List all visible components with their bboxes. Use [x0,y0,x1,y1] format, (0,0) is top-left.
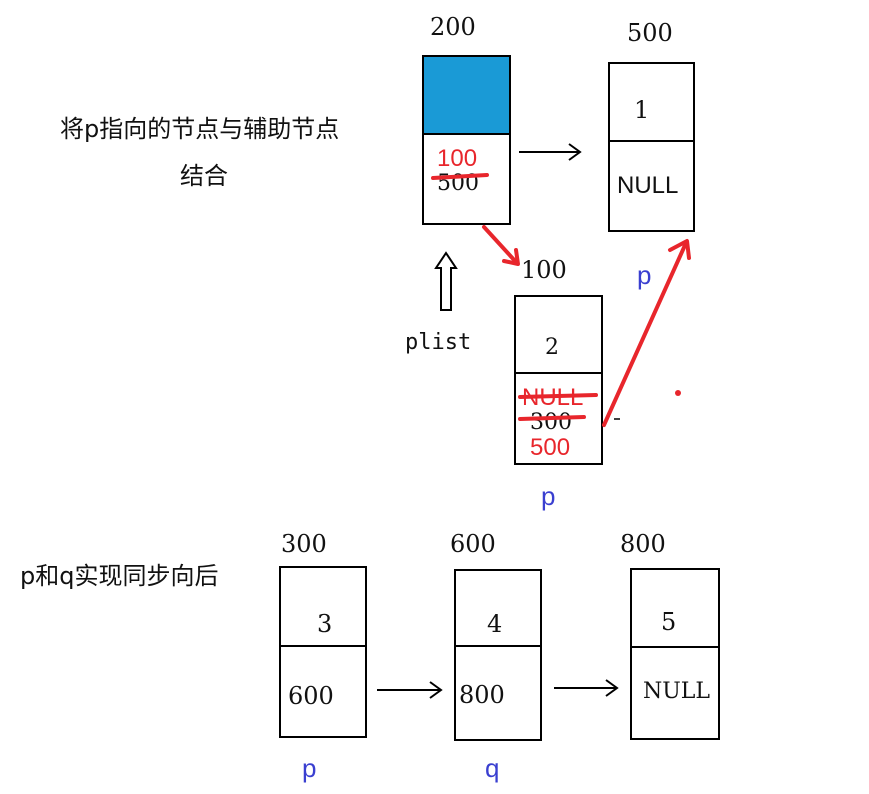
bottom-node-600: 600 4 800 q [450,530,542,783]
bottom-node-800-box [630,568,720,740]
node-500-address: 500 [627,19,673,47]
plist-label: plist [405,330,471,355]
node-100-next-new: 500 [530,434,570,461]
node-100-address: 100 [521,256,567,284]
red-dot [675,390,681,396]
arrow-600-to-800 [554,679,619,697]
red-arrow-100-to-500 [602,239,691,427]
arrow-300-to-600 [377,681,443,699]
hollow-up-arrow-icon [434,251,458,311]
aux-node-address: 200 [430,13,476,41]
bottom-node-600-next: 800 [459,681,505,709]
red-arrow-aux-to-100 [482,225,520,266]
bottom-node-300-next: 600 [288,682,334,710]
arrow-aux-to-500 [519,143,582,161]
bottom-node-600-data: 4 [487,610,502,638]
pointer-p-top-middle: p [541,481,555,511]
aux-node-next-new: 100 [437,145,477,172]
plist-pointer: plist [405,251,471,355]
node-500: 500 1 NULL p [608,19,695,290]
bottom-node-300-address: 300 [281,530,327,558]
aux-node-strike [431,173,489,180]
node-100-strike-1 [518,393,598,399]
bottom-node-600-box [454,569,542,741]
aux-node-200: 200 500 100 [422,13,511,225]
pointer-q-bottom: q [485,753,499,783]
bottom-node-800-address: 800 [620,530,666,558]
bottom-node-300-data: 3 [317,610,332,638]
aux-node-data-fill [424,57,509,133]
bottom-node-300-box [279,566,367,738]
node-100-next-old-2: 300 [530,410,572,435]
node-100-strike-2 [518,415,586,421]
node-100-data: 2 [545,335,559,360]
bottom-node-800: 800 5 NULL [620,530,720,740]
pointer-p-top-right: p [637,260,651,290]
node-500-next: NULL [617,172,678,199]
caption-combine-line2: 结合 [180,162,228,190]
bottom-node-300: 300 3 600 p [279,530,367,783]
pointer-p-bottom: p [302,753,316,783]
caption-combine-line1: 将p指向的节点与辅助节点 [60,115,339,143]
node-500-box [608,62,695,232]
bottom-node-800-data: 5 [661,608,676,636]
caption-sync: p和q实现同步向后 [20,562,218,590]
node-100: 100 2 NULL 300 500 p [514,256,620,511]
bottom-node-800-next: NULL [643,679,710,704]
node-100-box [514,295,603,465]
bottom-node-600-address: 600 [450,530,496,558]
node-500-data: 1 [634,96,649,124]
